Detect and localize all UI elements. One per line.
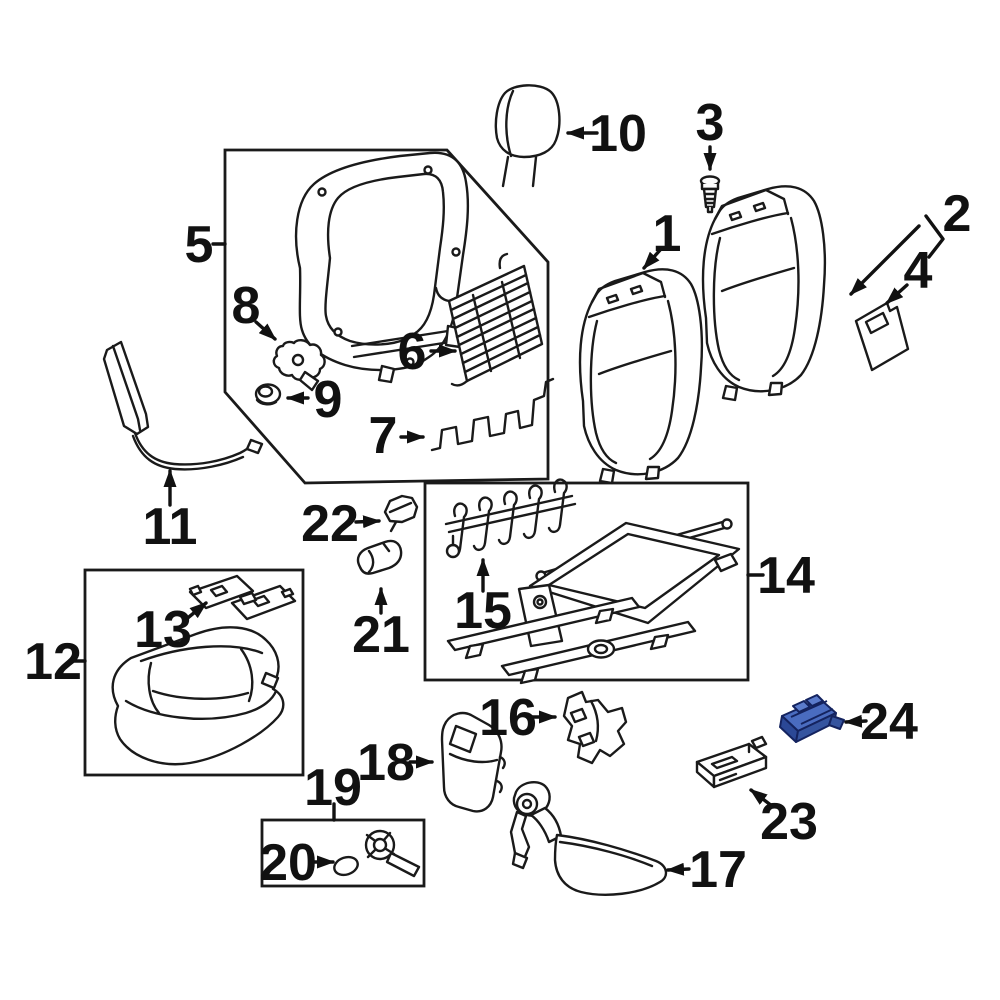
part-13-heater-pad [188, 574, 297, 621]
callout-8: 8 [232, 277, 261, 335]
callout-22: 22 [301, 495, 359, 553]
callout-10: 10 [589, 105, 647, 163]
callout-9: 9 [314, 371, 343, 429]
part-23-control-module [695, 735, 768, 789]
part-16-shield-bracket [562, 690, 628, 765]
callout-17: 17 [689, 841, 747, 899]
part-9-grommet [254, 383, 282, 406]
part-24-seat-switch-highlighted [779, 694, 845, 743]
callout-labels: 1 2 3 4 5 6 7 8 9 10 11 12 13 14 15 16 1… [24, 94, 971, 899]
callout-23: 23 [760, 793, 818, 851]
part-11-side-airbag [102, 340, 264, 471]
callout-14: 14 [757, 547, 815, 605]
callout-18: 18 [357, 734, 415, 792]
part-6-lumbar-mat [434, 252, 544, 387]
part-5-seat-back-frame [294, 151, 470, 384]
part-8-actuator [272, 339, 326, 392]
callout-4: 4 [904, 242, 933, 300]
switch-knob-1 [792, 700, 811, 713]
callout-arrows [68, 126, 945, 876]
part-4-trim-tag [854, 301, 910, 372]
callout-2: 2 [943, 185, 972, 243]
callout-19: 19 [304, 759, 362, 817]
callout-13: 13 [134, 601, 192, 659]
callout-1: 1 [653, 205, 682, 263]
part-22-clip [383, 494, 419, 533]
callout-5: 5 [185, 216, 214, 274]
callout-6: 6 [398, 323, 427, 381]
part-3-screw [699, 175, 721, 214]
callout-15: 15 [454, 582, 512, 640]
part-21-clip [356, 539, 403, 575]
callout-3: 3 [696, 94, 725, 152]
part-2-seat-back-cover [701, 185, 827, 402]
callout-12: 12 [24, 633, 82, 691]
callout-24: 24 [860, 693, 918, 751]
switch-knob-2 [805, 694, 824, 707]
part-15-track-harness [444, 478, 577, 559]
part-10-headrest [494, 84, 561, 188]
part-14-seat-track [446, 518, 741, 685]
callout-20: 20 [259, 834, 317, 892]
part-17-side-trim [509, 780, 668, 896]
part-1-seat-back-cover [578, 268, 704, 485]
part-20-handle-cap [333, 855, 359, 877]
callout-11: 11 [143, 498, 198, 556]
callout-7: 7 [369, 407, 398, 465]
part-19-recliner-handle [364, 829, 421, 878]
part-18-side-panel [440, 711, 506, 813]
callout-21: 21 [352, 606, 410, 664]
part-12-seat-cushion [111, 626, 285, 766]
part-7-frame-wire [430, 377, 555, 452]
switch-lever [828, 715, 845, 730]
callout-16: 16 [479, 689, 537, 747]
